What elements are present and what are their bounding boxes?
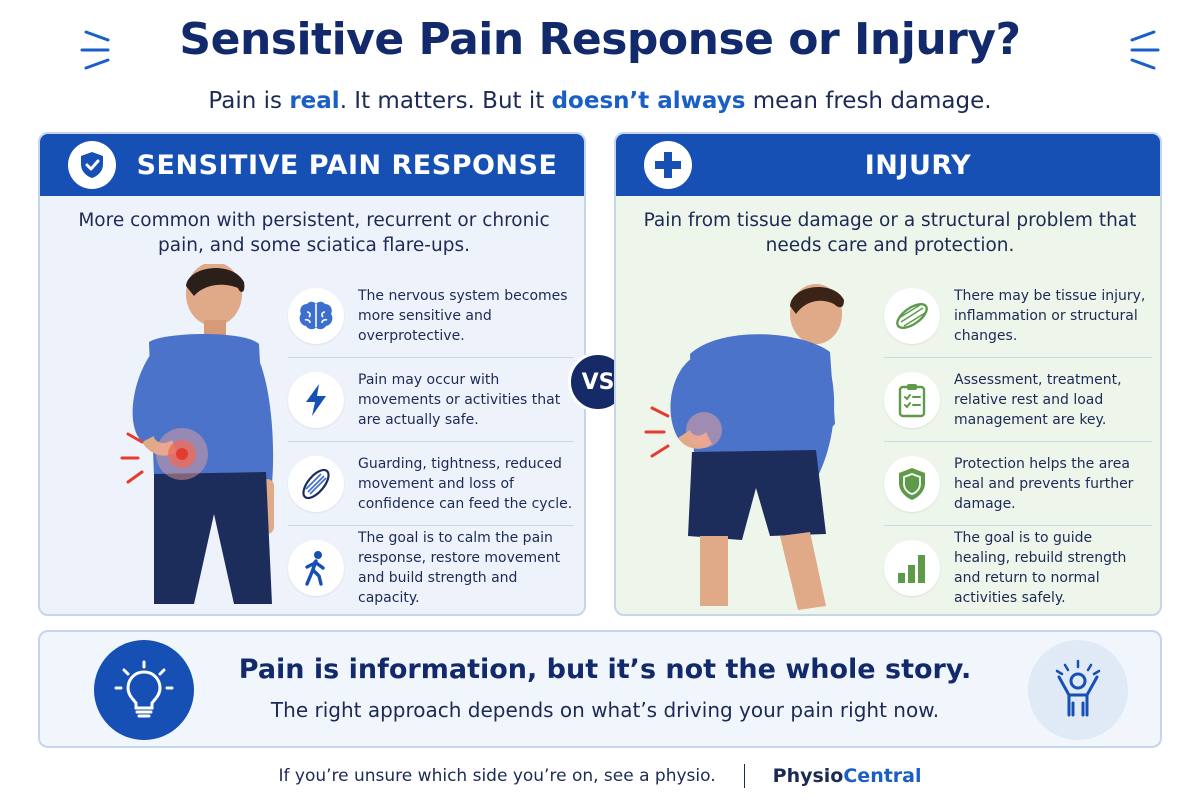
brand-logo: PhysioCentral [773,765,922,787]
list-item: Assessment, treatment, relative rest and… [884,358,1152,442]
item-text: The nervous system becomes more sensitiv… [358,287,568,344]
footer-divider [743,764,745,788]
injury-description: Pain from tissue damage or a structural … [643,210,1137,256]
sensitive-pain-header: SENSITIVE PAIN RESPONSE [40,134,584,196]
lightning-icon [288,371,344,428]
emphasis-lines-left-icon [80,30,110,70]
item-text: Pain may occur with movements or activit… [358,371,561,428]
muscle-icon [288,455,344,512]
page-subtitle: Pain is real. It matters. But it doesn’t… [0,88,1200,114]
brand-part2: Central [843,765,922,787]
list-item: The goal is to calm the pain response, r… [288,526,574,610]
injury-list: There may be tissue injury, inflammation… [884,274,1152,610]
footer-note: If you’re unsure which side you’re on, s… [278,766,716,786]
item-text: There may be tissue injury, inflammation… [954,287,1146,344]
person-injury-illustration [644,284,844,610]
sensitive-pain-panel: SENSITIVE PAIN RESPONSE More common with… [38,132,586,616]
shield-check-icon [68,141,116,189]
subtitle-part1: Pain is [208,88,290,114]
list-item: Protection helps the area heal and preve… [884,442,1152,526]
emphasis-lines-right-icon [1130,30,1160,70]
shield-icon [884,455,940,512]
list-item: There may be tissue injury, inflammation… [884,274,1152,358]
sensitive-pain-description: More common with persistent, recurrent o… [78,210,550,256]
medical-cross-icon [644,141,692,189]
sensitive-pain-title: SENSITIVE PAIN RESPONSE [136,149,558,181]
subtitle-highlight-doesnt-always: doesn’t always [551,88,746,114]
walking-person-icon [288,540,344,596]
injury-title: INJURY [864,149,972,181]
item-text: The goal is to guide healing, rebuild st… [954,530,1127,606]
footer: If you’re unsure which side you’re on, s… [0,762,1200,790]
list-item: The goal is to guide healing, rebuild st… [884,526,1152,610]
page-title-wrap: Sensitive Pain Response or Injury? [0,14,1200,65]
item-text: Assessment, treatment, relative rest and… [954,371,1122,428]
person-back-pain-illustration [120,264,274,604]
key-message-subline: The right approach depends on what’s dri… [270,698,940,722]
clipboard-icon [884,371,940,428]
lightbulb-icon [94,640,194,740]
subtitle-part2: . It matters. But it [339,88,552,114]
key-message-banner: Pain is information, but it’s not the wh… [38,630,1162,748]
sensitive-pain-list: The nervous system becomes more sensitiv… [288,274,574,610]
list-item: The nervous system becomes more sensitiv… [288,274,574,358]
person-celebrating-icon [1028,640,1128,740]
tissue-icon [884,287,940,344]
brand-part1: Physio [772,765,844,787]
item-text: Protection helps the area heal and preve… [954,455,1134,512]
brain-icon [288,287,344,344]
page-title: Sensitive Pain Response or Injury? [179,14,1021,65]
item-text: The goal is to calm the pain response, r… [358,530,561,606]
list-item: Pain may occur with movements or activit… [288,358,574,442]
bar-chart-icon [884,540,940,596]
subtitle-highlight-real: real [289,88,340,114]
item-text: Guarding, tightness, reduced movement an… [358,455,573,512]
injury-panel: INJURY Pain from tissue damage or a stru… [614,132,1162,616]
key-message-headline: Pain is information, but it’s not the wh… [238,654,972,685]
injury-header: INJURY [616,134,1160,196]
subtitle-part3: mean fresh damage. [745,88,992,114]
list-item: Guarding, tightness, reduced movement an… [288,442,574,526]
